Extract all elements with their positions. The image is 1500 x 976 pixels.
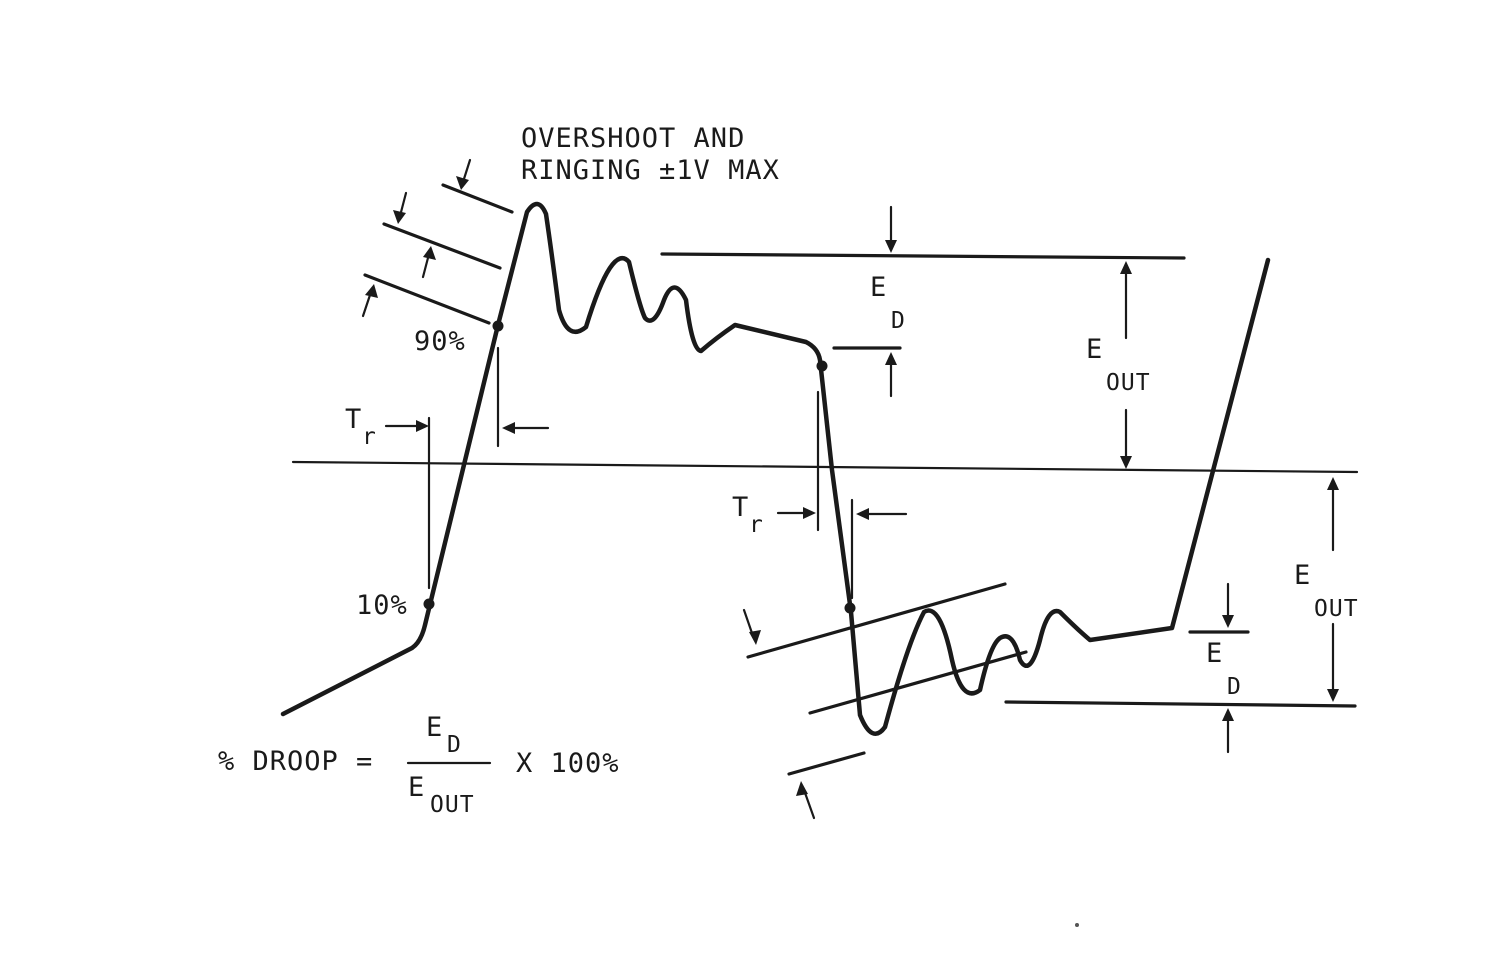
upper-eout-dimension bbox=[1120, 261, 1132, 469]
fall-time-dimension bbox=[776, 390, 908, 600]
pulse-waveform bbox=[280, 201, 1271, 736]
baseline bbox=[291, 460, 1359, 474]
overshoot-label-line1: OVERSHOOT AND bbox=[521, 123, 745, 154]
point-fall-bottom bbox=[844, 602, 856, 614]
rise-time-letter: T bbox=[345, 404, 362, 435]
upper-droop-dimension bbox=[660, 205, 1186, 398]
upper-droop-subscript: D bbox=[891, 308, 906, 334]
rise-time-subscript: r bbox=[362, 424, 377, 450]
overshoot-dimension bbox=[361, 158, 514, 325]
lower-ringing-dimension bbox=[742, 582, 1028, 820]
overshoot-label-line2: RINGING ±1V MAX bbox=[521, 155, 780, 186]
lower-eout-dimension bbox=[1004, 477, 1357, 708]
lower-droop-subscript: D bbox=[1227, 674, 1242, 700]
label-90-percent: 90% bbox=[414, 326, 466, 357]
scan-speck bbox=[1075, 923, 1079, 927]
fall-time-subscript: r bbox=[749, 512, 764, 538]
rise-time-dimension bbox=[384, 346, 550, 590]
upper-droop-e: E bbox=[870, 272, 887, 303]
formula-suffix: X 100% bbox=[516, 748, 620, 779]
formula-numerator-e: E bbox=[426, 712, 443, 743]
lower-droop-e: E bbox=[1206, 638, 1223, 669]
upper-eout-subscript: OUT bbox=[1106, 370, 1151, 396]
fall-time-letter: T bbox=[732, 492, 749, 523]
lower-droop-dimension bbox=[1188, 582, 1250, 754]
upper-eout-e: E bbox=[1086, 334, 1103, 365]
formula-prefix: % DROOP = bbox=[218, 746, 373, 777]
point-90-percent bbox=[492, 320, 504, 332]
formula-denominator-subscript: OUT bbox=[430, 792, 475, 818]
label-10-percent: 10% bbox=[356, 590, 408, 621]
point-fall-top bbox=[816, 360, 828, 372]
lower-eout-subscript: OUT bbox=[1314, 596, 1359, 622]
formula-denominator-e: E bbox=[408, 772, 425, 803]
formula-numerator-subscript: D bbox=[447, 732, 462, 758]
lower-eout-e: E bbox=[1294, 560, 1311, 591]
point-10-percent bbox=[423, 598, 435, 610]
